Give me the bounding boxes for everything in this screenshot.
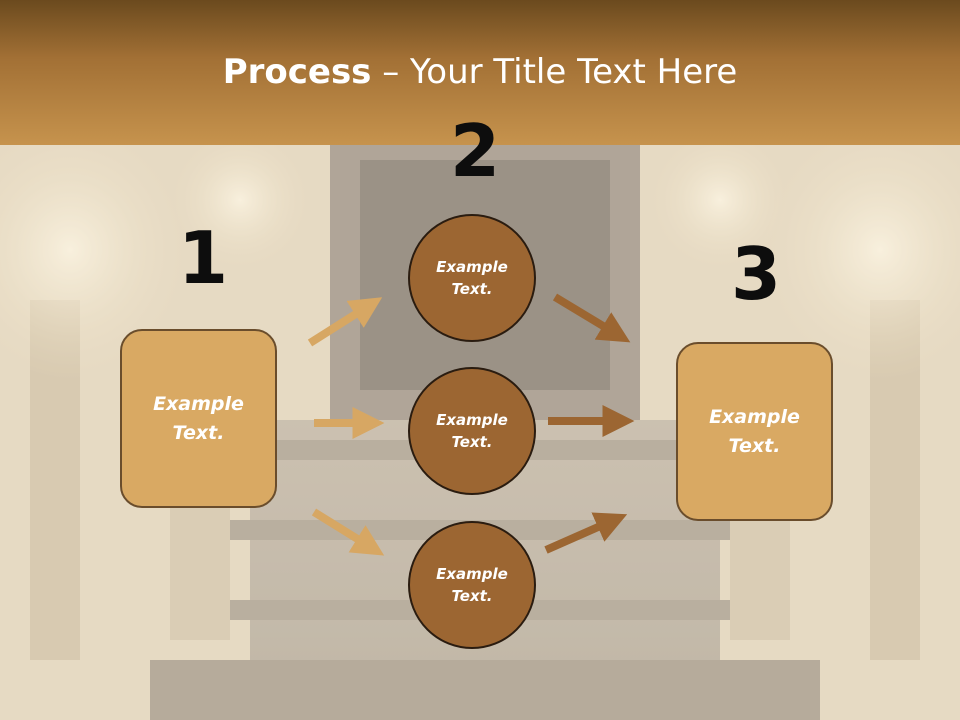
circle-3: Example Text. [408,521,536,649]
arrow-circle1-to-step3 [552,293,631,343]
circle-1: Example Text. [408,214,536,342]
step-1-text: Example Text. [153,393,244,444]
circle-1-text: Example Text. [436,257,508,299]
slide-title: Process – Your Title Text Here [0,52,960,92]
title-banner [0,0,960,145]
step-number-2: 2 [450,109,501,193]
arrow-circle3-to-step3 [544,512,628,554]
title-rest: – Your Title Text Here [371,52,738,92]
step-number-3: 3 [731,232,782,316]
arrow-step1-to-circle3 [311,508,385,556]
step-number-1: 1 [178,216,229,300]
step-3-box: Example Text. [676,342,833,521]
circle-2-text: Example Text. [436,410,508,452]
step-1-box: Example Text. [120,329,277,508]
title-bold: Process [222,52,372,92]
step-3-text: Example Text. [709,406,800,457]
circle-3-text: Example Text. [436,564,508,606]
arrow-step1-to-circle1 [307,297,383,347]
circle-2: Example Text. [408,367,536,495]
